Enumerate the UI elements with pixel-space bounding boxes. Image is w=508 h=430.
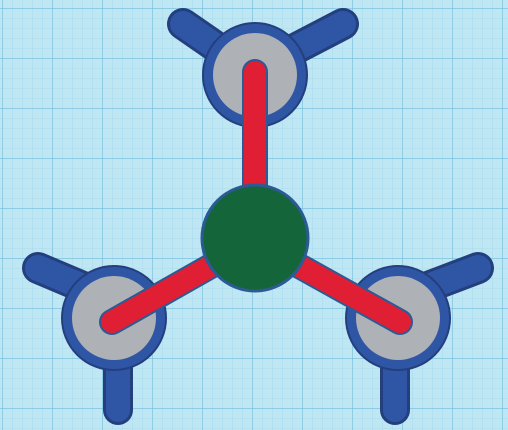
bond-bottom-right[interactable] (272, 245, 413, 335)
bond-bottom-left[interactable] (99, 245, 238, 335)
center-atom[interactable] (200, 183, 310, 293)
